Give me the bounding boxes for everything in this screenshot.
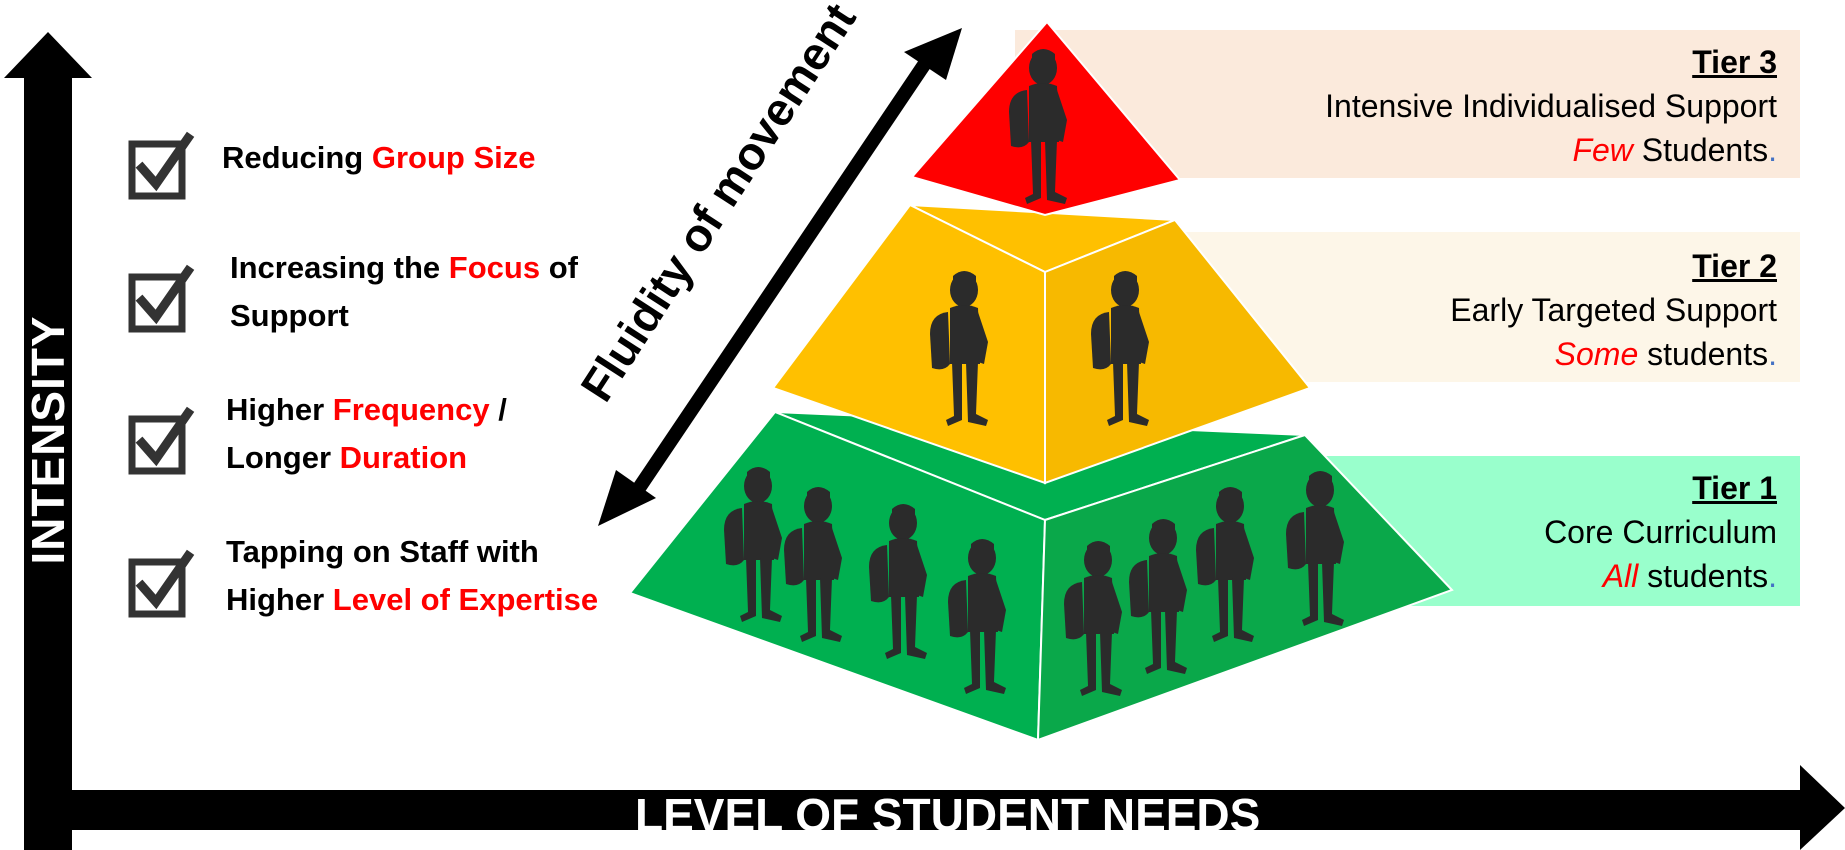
checklist-highlight: Level of Expertise — [332, 582, 599, 617]
y-axis-arrow — [4, 32, 92, 850]
tier-audience: students — [1638, 336, 1769, 372]
tier-3-description: Tier 3 Intensive Individualised Support … — [1325, 40, 1777, 172]
y-axis-label: INTENSITY — [22, 315, 74, 565]
checklist-text: Increasing the — [230, 250, 449, 285]
x-axis-arrow — [24, 765, 1845, 850]
checklist-highlight: Group Size — [371, 140, 536, 175]
checkbox-checked-icon — [132, 271, 188, 329]
tier-2-description: Tier 2 Early Targeted Support Some stude… — [1450, 244, 1777, 376]
pyramid-tier-2 — [771, 203, 1312, 485]
checkbox-checked-icon — [132, 556, 188, 614]
tier-description: Early Targeted Support — [1450, 292, 1777, 328]
tier-audience: students — [1638, 558, 1769, 594]
checklist-item-1: Reducing Group Size — [222, 134, 535, 182]
checklist-highlight: Focus — [448, 250, 541, 285]
checklist-item-4: Tapping on Staff with Higher Level of Ex… — [226, 528, 598, 624]
tier-period: . — [1768, 336, 1777, 372]
checklist-text: Longer — [226, 440, 340, 475]
tier-title: Tier 2 — [1692, 248, 1777, 284]
checklist-text: Higher — [226, 582, 333, 617]
checklist-text: / — [489, 392, 507, 427]
tier-emphasis: Some — [1554, 336, 1639, 372]
tier-description: Core Curriculum — [1544, 514, 1777, 550]
x-axis-label: LEVEL OF STUDENT NEEDS — [635, 789, 1261, 841]
checkbox-checked-icon — [132, 413, 188, 471]
tier-title: Tier 1 — [1692, 470, 1777, 506]
checklist-highlight: Frequency — [332, 392, 490, 427]
tier-1-description: Tier 1 Core Curriculum All students. — [1544, 466, 1777, 598]
checklist-text: of — [540, 250, 578, 285]
checklist-text: Reducing — [222, 140, 372, 175]
checklist-text: Tapping on Staff with — [226, 534, 539, 569]
checklist-item-2: Increasing the Focus of Support — [230, 244, 578, 340]
checklist-text: Higher — [226, 392, 333, 427]
checklist-highlight: Duration — [339, 440, 468, 475]
fluidity-double-arrow — [598, 28, 962, 526]
checklist-text: Support — [230, 298, 349, 333]
tier-period: . — [1768, 132, 1777, 168]
checklist-item-3: Higher Frequency / Longer Duration — [226, 386, 507, 482]
tier-period: . — [1768, 558, 1777, 594]
tier-description: Intensive Individualised Support — [1325, 88, 1777, 124]
tier-emphasis: All — [1602, 558, 1639, 594]
tier-emphasis: Few — [1572, 132, 1633, 168]
tier-title: Tier 3 — [1692, 44, 1777, 80]
tier-audience: Students — [1632, 132, 1769, 168]
checkbox-checked-icon — [132, 138, 188, 196]
